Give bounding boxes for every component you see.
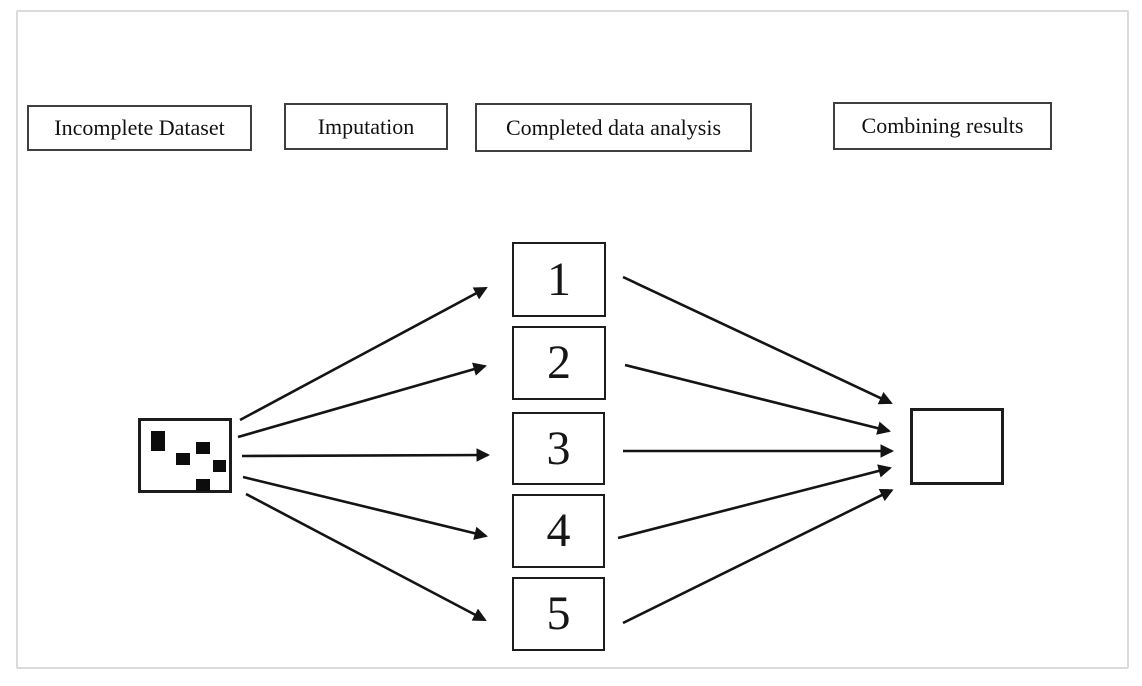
imputed-dataset-box-5: 5 (512, 577, 605, 651)
stage-header-imputation: Imputation (284, 103, 448, 150)
imputed-dataset-box-4: 4 (512, 494, 605, 568)
stage-header-completed-data-analysis: Completed data analysis (475, 103, 752, 152)
stage-header-incomplete-dataset: Incomplete Dataset (27, 105, 252, 151)
stage-header-label: Incomplete Dataset (54, 115, 225, 140)
missing-cell-icon (196, 479, 210, 491)
imputed-dataset-box-3: 3 (512, 412, 605, 485)
imputed-dataset-box-1: 1 (512, 242, 606, 317)
stage-header-combining-results: Combining results (833, 102, 1052, 150)
missing-cell-icon (176, 453, 190, 465)
imputed-dataset-box-2: 2 (512, 326, 606, 400)
imputed-dataset-number: 2 (547, 336, 571, 389)
stage-header-label: Combining results (861, 113, 1024, 138)
incomplete-dataset-box (138, 418, 232, 493)
stage-header-label: Completed data analysis (505, 114, 722, 140)
missing-cell-icon (213, 460, 226, 472)
missing-cell-icon (196, 442, 210, 454)
imputed-dataset-number: 3 (546, 421, 571, 475)
imputed-dataset-number: 5 (546, 587, 571, 640)
missing-cell-icon (151, 431, 165, 451)
combined-result-box (910, 408, 1004, 485)
imputed-dataset-number: 4 (546, 504, 571, 557)
stage-header-label: Imputation (317, 113, 415, 139)
imputed-dataset-number: 1 (547, 252, 571, 306)
